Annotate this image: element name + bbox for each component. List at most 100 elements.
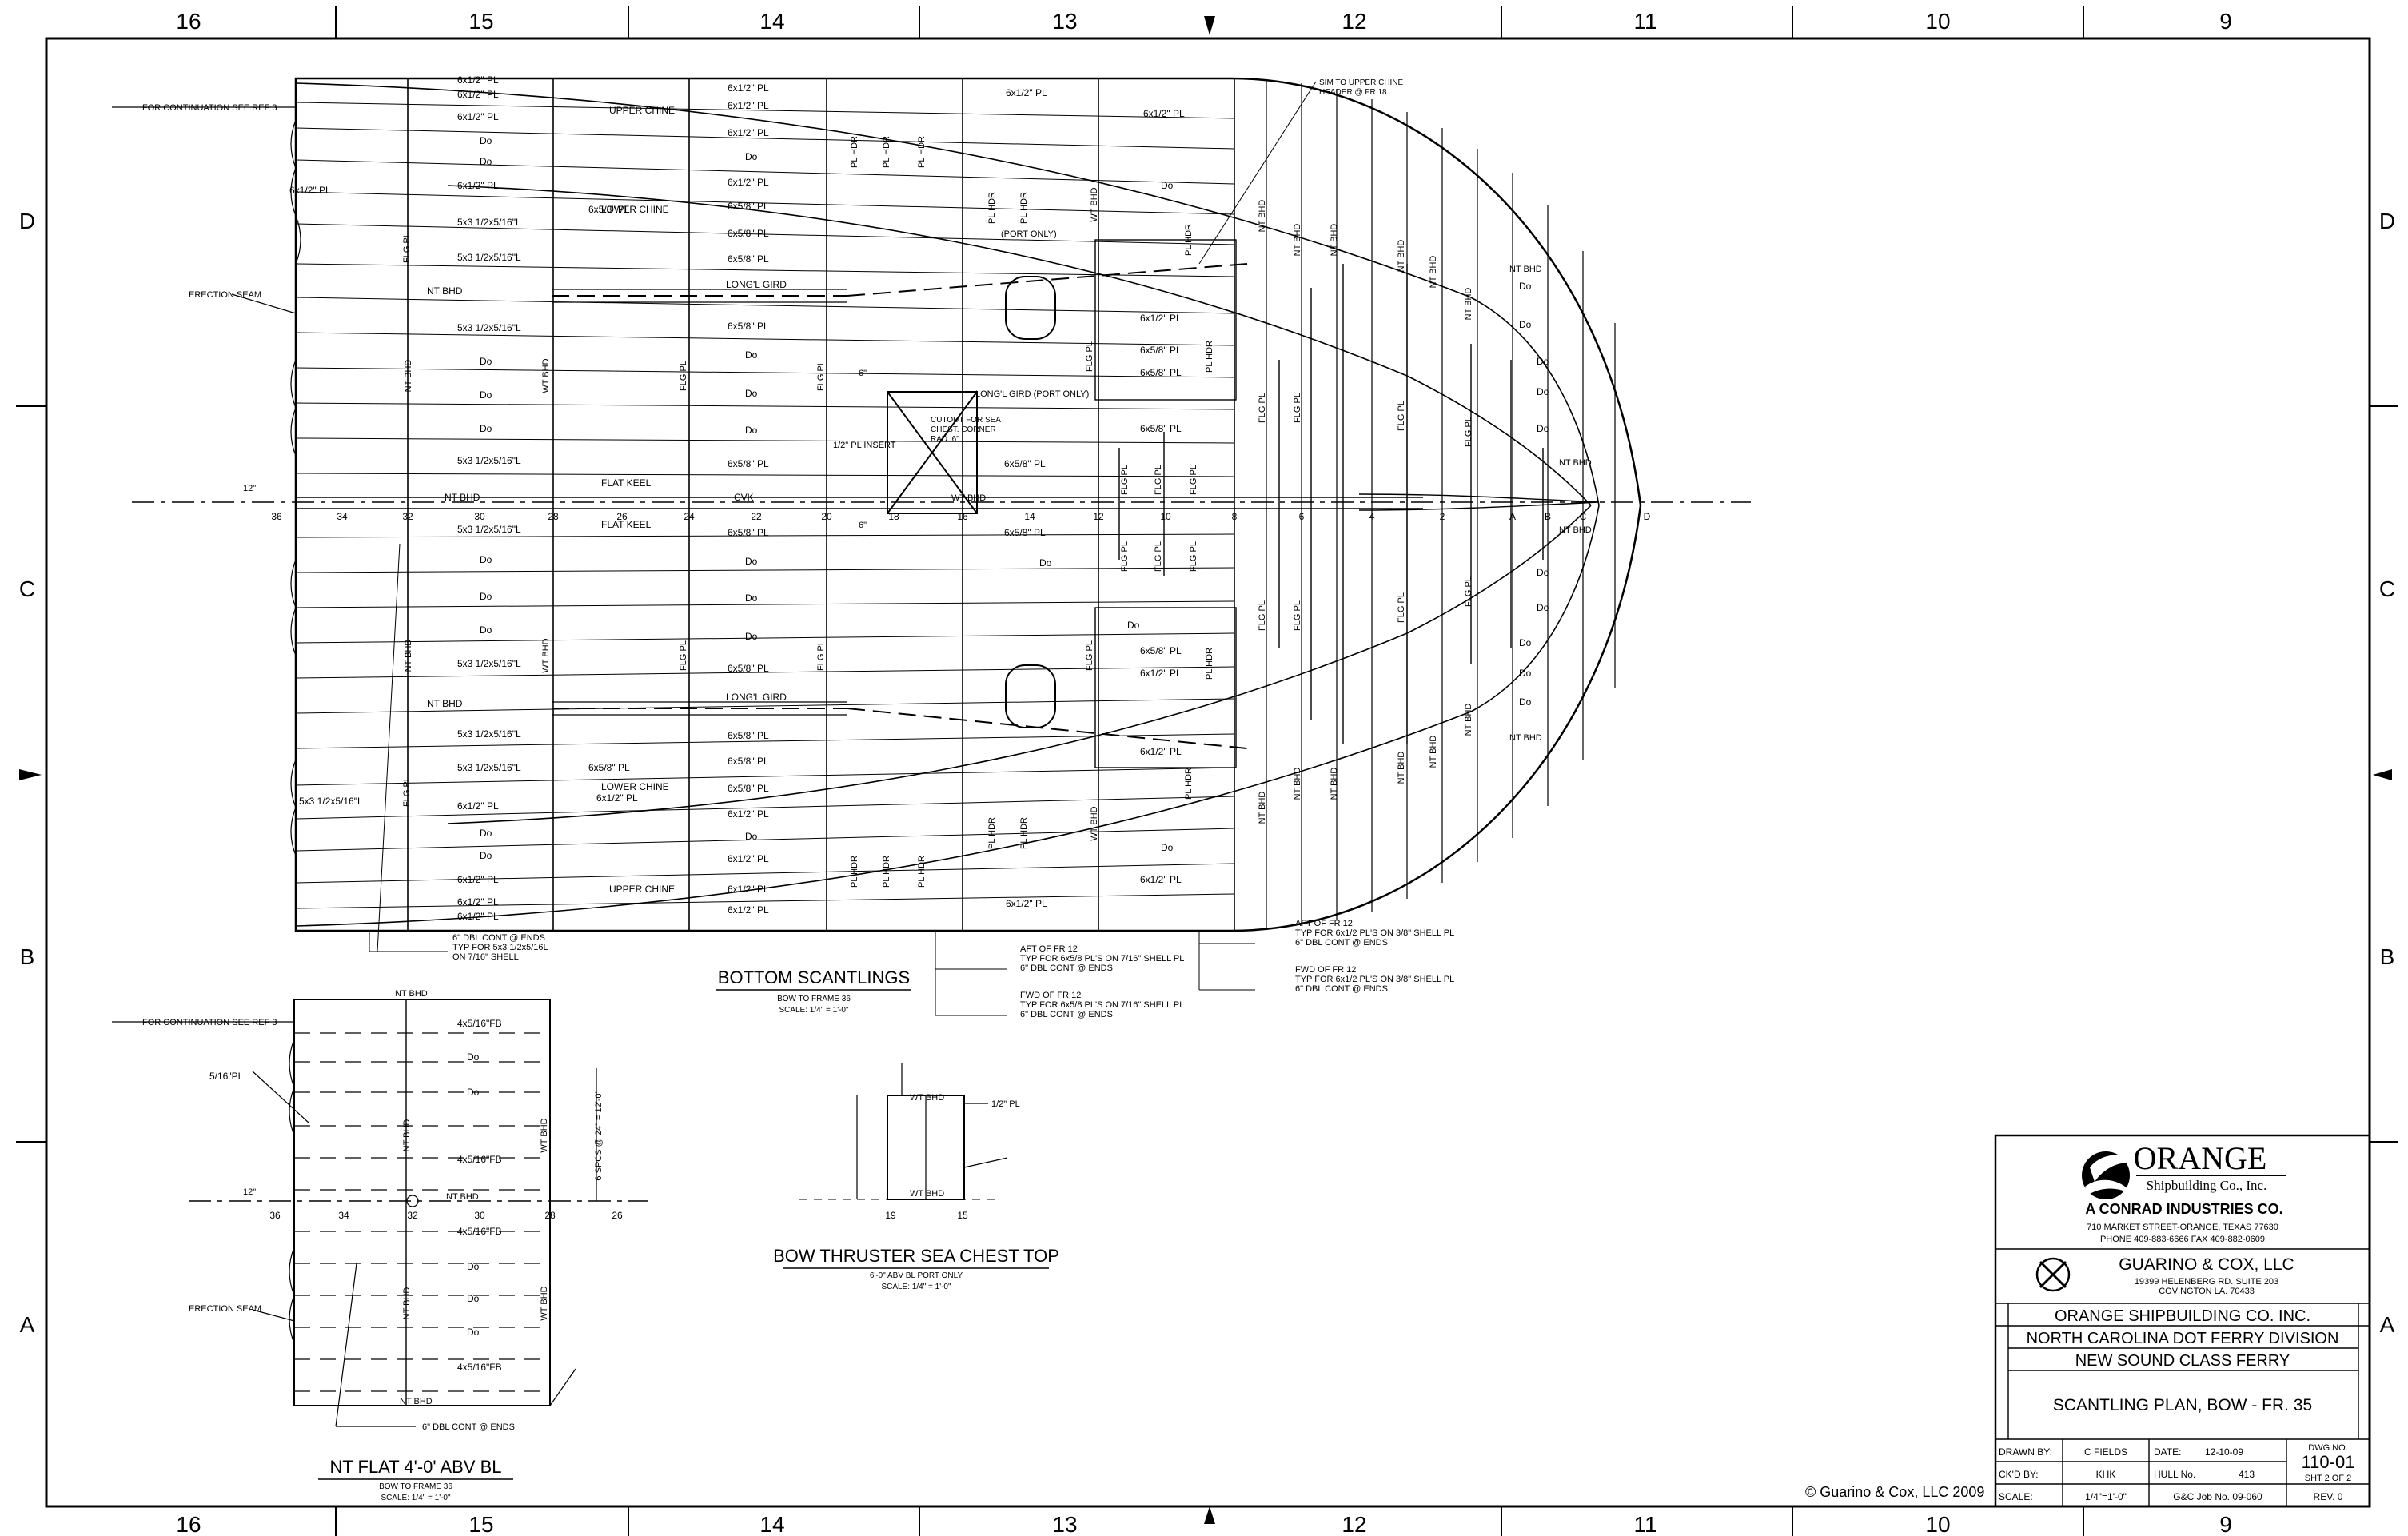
label-nt-bhd-fore-1: NT BHD [1509, 265, 1542, 274]
label-nt-bhd-fore-4: NT BHD [1559, 525, 1592, 535]
label-six-1: 6" [859, 369, 867, 378]
title-block: ORANGE Shipbuilding Co., Inc. A CONRAD I… [1994, 1134, 2371, 1508]
scantling-right-3: 6x1/2" PL [1140, 313, 1182, 324]
frame-number-20: 20 [821, 511, 832, 522]
label-six-2: 6" [859, 521, 867, 530]
scantling-mid-11: Do [745, 425, 758, 436]
label-weld-3b: TYP FOR 6x5/8 PL'S ON 7/16" SHELL PL [1020, 1000, 1184, 1010]
vertical-label-22: FLG PL [1085, 341, 1094, 372]
row-label-C: C [2379, 576, 2395, 601]
label-longl-gird-top: LONG'L GIRD [726, 279, 787, 290]
scantling-right-16: 6x1/2" PL [1006, 898, 1047, 909]
scantling-mid-24: 6x1/2" PL [728, 884, 769, 895]
flat-stiffener-4: 4x5/16"FB [457, 1226, 502, 1237]
scantling-mid-18: 6x5/8" PL [728, 730, 769, 741]
label-nt-bhd-3: NT BHD [445, 492, 480, 503]
flat-vertical-wt-2: WT BHD [540, 1286, 549, 1320]
scantling-mid-13: 6x5/8" PL [728, 527, 769, 538]
label-sim-2: HEADER @ FR 18 [1319, 88, 1387, 97]
flat-label-pl: 5/16"PL [209, 1071, 244, 1082]
vertical-label-27: FLG PL [1154, 541, 1163, 572]
vertical-label-48: FLG PL [1464, 417, 1473, 447]
flat-label-nt-bhd-bot: NT BHD [400, 1397, 433, 1406]
scantling-right-12: 6x1/2" PL [1140, 668, 1182, 679]
scantling-left-9: Do [480, 356, 492, 367]
label-upper-chine-bot: UPPER CHINE [609, 884, 675, 895]
girder-hatch [552, 289, 847, 716]
scantling-right-21: 6x1/2" PL [596, 792, 638, 804]
dwg-no-value: 110-01 [2302, 1452, 2355, 1472]
scantling-left-11: Do [480, 423, 492, 434]
scantling-right-8: 6x5/8" PL [1004, 527, 1046, 538]
nt-flat-title: NT FLAT 4'-0' ABV BL [329, 1457, 501, 1477]
hull-value: 413 [2239, 1469, 2255, 1480]
conrad-line: A CONRAD INDUSTRIES CO. [2085, 1201, 2282, 1217]
flat-vertical-nt-1: NT BHD [402, 1119, 412, 1152]
scantling-left-15: Do [480, 591, 492, 602]
dwg-no-label: DWG NO. [2308, 1443, 2348, 1453]
vertical-label-11: PL HDR [882, 136, 891, 168]
keel-lines [296, 493, 1600, 511]
orange-logo-icon [2082, 1151, 2139, 1199]
scantling-right-13: 6x1/2" PL [1140, 746, 1182, 757]
bow-thruster-sub2: SCALE: 1/4" = 1'-0" [881, 1283, 951, 1291]
scantling-left-19: 5x3 1/2x5/16"L [457, 762, 521, 773]
vertical-label-47: FLG PL [1397, 592, 1406, 623]
erection-seam [112, 106, 301, 856]
column-label-10: 10 [1925, 9, 1950, 34]
scantling-mid-4: 6x1/2" PL [728, 177, 769, 188]
vertical-label-10: PL HDR [850, 136, 859, 168]
label-continuation: FOR CONTINUATION SEE REF 3 [142, 103, 277, 113]
flat-label-erection-seam: ERECTION SEAM [189, 1304, 261, 1314]
revision: REV. 0 [2314, 1491, 2343, 1502]
frame-number-6: 6 [1299, 511, 1305, 522]
vertical-label-45: FLG PL [1293, 600, 1302, 631]
flat-label-spcs: 6 SPCS @ 24" = 12'-0" [594, 1090, 604, 1180]
flat-stiffener-2: Do [467, 1087, 480, 1098]
sheet-value: SHT 2 OF 2 [2305, 1474, 2351, 1483]
scantling-left-24: 6x1/2" PL [457, 896, 499, 908]
bow-thruster-title: BOW THRUSTER SEA CHEST TOP [773, 1246, 1059, 1266]
scantling-mid-8: 6x5/8" PL [728, 321, 769, 332]
scantling-left-18: 5x3 1/2x5/16"L [457, 728, 521, 740]
column-label-11: 11 [1633, 9, 1656, 34]
label-cvk: CVK [734, 492, 754, 503]
scantling-fore-8: Do [1519, 668, 1532, 679]
scantling-fore-6: Do [1537, 602, 1549, 613]
scantling-left-14: Do [480, 554, 492, 565]
vertical-label-31: NT BHD [1258, 792, 1267, 824]
label-weld-3c: 6" DBL CONT @ ENDS [1020, 1010, 1113, 1019]
client-line: NORTH CAROLINA DOT FERRY DIVISION [2027, 1330, 2339, 1347]
column-label-12: 12 [1342, 1512, 1366, 1536]
vertical-label-33: NT BHD [1293, 768, 1302, 800]
vertical-label-37: NT BHD [1397, 752, 1406, 784]
flat-label-nt-bhd-mid: NT BHD [446, 1192, 479, 1202]
label-upper-chine-top: UPPER CHINE [609, 105, 675, 116]
frame-number-2: 2 [1440, 511, 1445, 522]
thruster-frame-19: 19 [885, 1210, 896, 1221]
scantling-fore-3: Do [1537, 386, 1549, 397]
row-label-A: A [2380, 1312, 2395, 1337]
vertical-label-52: PL HDR [1184, 224, 1194, 256]
label-weld-4b: TYP FOR 6x1/2 PL'S ON 3/8" SHELL PL [1295, 928, 1454, 938]
flat-stiffener-5: Do [467, 1261, 480, 1272]
nt-flat-sub2: SCALE: 1/4" = 1'-0" [381, 1494, 451, 1502]
scantling-mid-10: Do [745, 388, 758, 399]
frame-number-8: 8 [1232, 511, 1238, 522]
job-number: G&C Job No. 09-060 [2173, 1491, 2262, 1502]
label-insert: 1/2" PL INSERT [833, 441, 896, 450]
project-line: NEW SOUND CLASS FERRY [2075, 1352, 2290, 1370]
scantling-right-17: 6x1/2" PL [289, 185, 331, 196]
flat-frame-32: 32 [407, 1210, 418, 1221]
frame-number-22: 22 [751, 511, 762, 522]
scantling-right-7: 6x5/8" PL [1004, 458, 1046, 469]
designer-name: GUARINO & COX, LLC [2119, 1255, 2294, 1274]
stiffener-lines [295, 102, 1235, 909]
company-phone: PHONE 409-883-6666 FAX 409-882-0609 [2100, 1235, 2265, 1244]
frame-number-10: 10 [1160, 511, 1171, 522]
